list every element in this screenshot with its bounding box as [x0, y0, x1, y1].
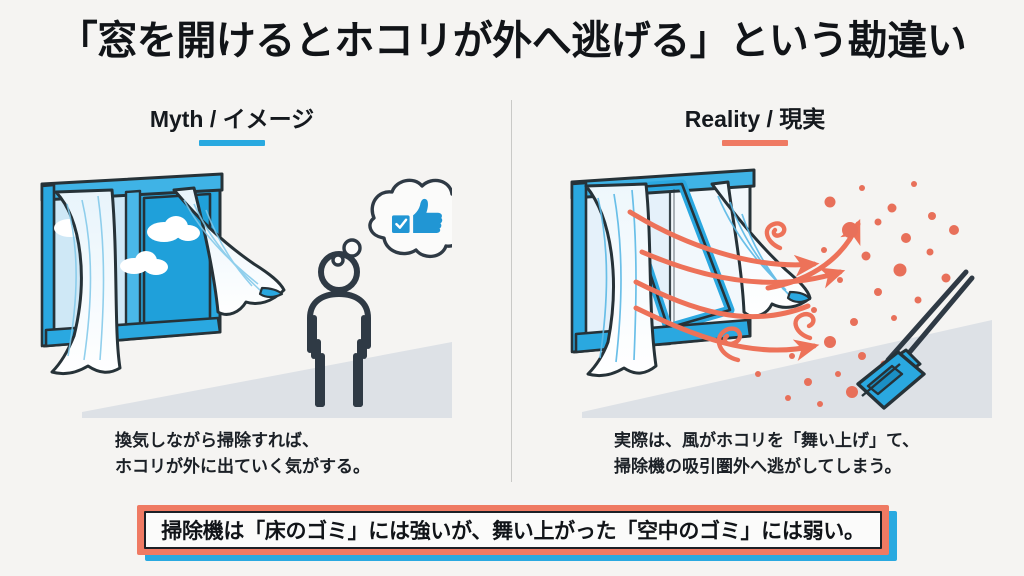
curtain-left: [50, 188, 122, 376]
column-header-reality-label: Reality / 現実: [684, 106, 826, 132]
myth-caption: 換気しながら掃除すれば、 ホコリが外に出ていく気がする。: [115, 431, 370, 476]
column-header-reality: Reality / 現実: [545, 100, 965, 146]
column-divider: [511, 100, 512, 482]
column-header-reality-underline: [722, 140, 788, 146]
thought-cloud: [368, 178, 452, 258]
floor-shadow: [82, 342, 452, 418]
reality-caption: 実際は、風がホコリを「舞い上げ」て、 掃除機の吸引圏外へ逃がしてしまう。: [614, 431, 920, 476]
dust-particles: [755, 181, 959, 407]
thumbs-up-icon: [392, 198, 443, 233]
person-figure: [307, 251, 371, 407]
curtain-right: [172, 186, 286, 316]
column-header-myth: Myth / イメージ: [22, 100, 442, 146]
myth-illustration: [22, 160, 452, 418]
air-swirls: [716, 221, 816, 363]
reality-illustration: [562, 160, 992, 418]
thought-bubble: [331, 178, 452, 267]
page-title: 「窓を開けるとホコリが外へ逃げる」という勘違い: [57, 19, 967, 63]
column-header-myth-label: Myth / イメージ: [149, 106, 315, 132]
summary-banner: 掃除機は「床のゴミ」には強いが、舞い上がった「空中のゴミ」には弱い。: [137, 505, 897, 561]
banner-text: 掃除機は「床のゴミ」には強いが、舞い上がった「空中のゴミ」には弱い。: [161, 520, 865, 543]
vacuum-cleaner: [856, 269, 975, 410]
column-header-myth-underline: [199, 140, 265, 146]
banner-inner: 掃除機は「床のゴミ」には強いが、舞い上がった「空中のゴミ」には弱い。: [144, 511, 882, 549]
